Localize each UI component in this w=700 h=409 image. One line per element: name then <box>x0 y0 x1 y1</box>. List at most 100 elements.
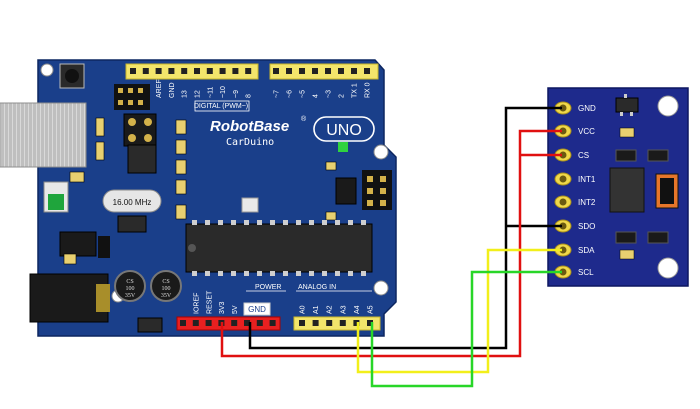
mounting-hole <box>373 144 389 160</box>
wire-scl <box>370 270 562 388</box>
top-pin-label: ~10 <box>220 86 227 98</box>
analog-pin <box>353 320 360 326</box>
top-pin-label: ~6 <box>287 90 294 98</box>
mounting-hole <box>40 63 54 77</box>
sensor-components <box>609 94 679 260</box>
sensor-pin-hole <box>559 104 567 112</box>
header-pin <box>219 68 226 74</box>
dc-jack-pin <box>96 284 110 312</box>
sensor-pin-label: SDA <box>578 246 595 255</box>
wire-sda <box>356 248 562 374</box>
header-pin <box>312 68 318 74</box>
crystal-oscillator: 16.00 MHz <box>102 189 162 213</box>
sensor-pin-label: VCC <box>578 127 595 136</box>
power-header <box>176 316 281 331</box>
analog-label: ANALOG IN <box>298 284 336 291</box>
power-pin-label: IOREF <box>194 293 201 314</box>
power-label: POWER <box>255 284 281 291</box>
header-pin <box>245 68 252 74</box>
power-pin <box>180 320 186 326</box>
top-pin-label: 2 <box>339 94 346 98</box>
capacitor-text-2: 100 <box>162 286 171 292</box>
top-pin-label: 8 <box>246 94 253 98</box>
top-pin-label: ~7 <box>274 90 281 98</box>
analog-pin-label: A3 <box>340 305 347 314</box>
analog-pin-label: A0 <box>300 305 307 314</box>
digital-label-box <box>194 100 250 112</box>
header-pin <box>206 68 213 74</box>
sensor-mount-hole <box>657 257 679 279</box>
analog-pin-label: A5 <box>368 305 375 314</box>
sensor-pin-hole <box>559 222 567 230</box>
dc-jack <box>29 273 109 323</box>
header-pin <box>273 68 279 74</box>
header-pin <box>338 68 344 74</box>
sensor-pin-label: INT1 <box>578 175 596 184</box>
capacitor-right: CS 100 35V <box>150 270 182 302</box>
sensor-pin-label: GND <box>578 104 596 113</box>
gnd-highlight-box <box>243 302 271 316</box>
digital-header <box>125 63 379 80</box>
top-pin-label: ~3 <box>326 90 333 98</box>
header-pin <box>142 68 149 74</box>
analog-pin-label: A4 <box>354 305 361 314</box>
capacitor-text-3: 35V <box>125 293 136 299</box>
power-pin <box>205 320 212 326</box>
analog-pin-label: A1 <box>313 305 320 314</box>
uno-logo-border <box>313 116 375 142</box>
header-pin <box>351 68 357 74</box>
top-pin-label: 13 <box>182 90 189 98</box>
power-pin <box>231 320 238 326</box>
top-pin-label: 12 <box>195 90 202 98</box>
power-pin <box>244 320 250 326</box>
capacitor-text-3: 35V <box>161 293 172 299</box>
header-pin <box>130 68 136 74</box>
reset-button-cap <box>65 69 79 83</box>
microcontroller-chip <box>185 220 373 276</box>
header-pin <box>155 68 162 74</box>
capacitor-text-1: CS <box>126 279 133 285</box>
crystal-label: 16.00 MHz <box>113 198 152 207</box>
top-pin-label: ~5 <box>300 90 307 98</box>
gnd-highlight-label: GND <box>248 305 266 314</box>
top-pin-label: ~11 <box>207 87 214 98</box>
sensor-pin-hole <box>559 151 567 159</box>
top-pin-label: RX 0 <box>365 82 372 98</box>
analog-pin <box>339 320 346 326</box>
analog-pin <box>367 320 373 326</box>
capacitor-text-2: 100 <box>126 286 135 292</box>
header-pin <box>181 68 188 74</box>
wires <box>220 106 562 388</box>
header-pin <box>299 68 305 74</box>
digital-label: DIGITAL (PWM~) <box>194 103 248 110</box>
sensor-mount-hole <box>657 95 679 117</box>
top-pin-label: AREF <box>156 79 163 98</box>
brand-logo: RobotBase <box>210 118 289 135</box>
header-pin <box>232 68 239 74</box>
sensor-pin-hole <box>559 127 567 135</box>
power-pin <box>269 320 276 326</box>
sensor-pin-hole <box>559 175 567 183</box>
sensor-pin-hole <box>559 246 567 254</box>
analog-header <box>293 316 381 331</box>
usb-connector <box>0 102 87 168</box>
power-pin-label: 3V3 <box>219 301 226 314</box>
analog-pin <box>312 320 319 326</box>
header-pin <box>194 68 200 74</box>
sensor-pin-label: SDO <box>578 222 595 231</box>
wire-gnd <box>248 106 562 350</box>
small-components <box>43 113 357 333</box>
analog-pin-label: A2 <box>327 305 334 314</box>
mounting-hole <box>373 280 389 296</box>
registered-mark: ® <box>301 115 307 123</box>
sensor-pin-label: SCL <box>578 268 594 277</box>
analog-pin <box>326 320 333 326</box>
power-pin <box>192 320 199 326</box>
power-pin-label: RESET <box>206 290 213 314</box>
top-pin-label: 4 <box>313 94 320 98</box>
power-pin-label: 5V <box>232 305 239 314</box>
header-pin <box>286 68 292 74</box>
top-pin-label: TX 1 <box>352 83 359 98</box>
